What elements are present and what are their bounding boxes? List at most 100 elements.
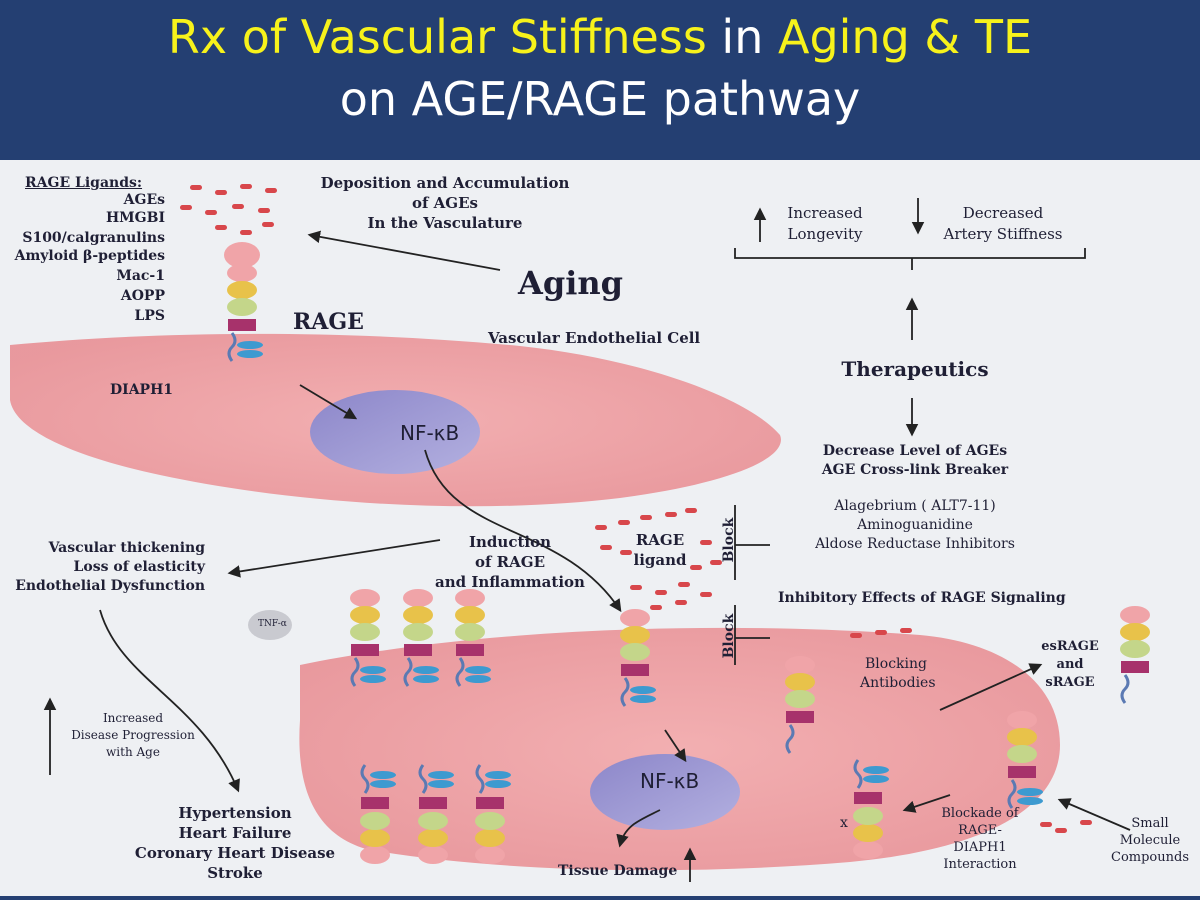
rage-receptor-2 bbox=[403, 589, 439, 687]
esrage-line-2: and bbox=[1056, 657, 1084, 672]
induction-line-3: and Inflammation bbox=[435, 573, 585, 591]
rage-receptor-8 bbox=[853, 759, 889, 859]
rage-ligand-ages: AGEs bbox=[123, 192, 165, 208]
ligand-dash-25 bbox=[650, 605, 662, 610]
blocking-antibodies-line-2: Antibodies bbox=[860, 675, 936, 691]
block-line-1 bbox=[734, 505, 770, 580]
ligand-dash-19 bbox=[710, 560, 722, 565]
ligand-dash-29 bbox=[900, 628, 912, 633]
blockade-line-4: Interaction bbox=[943, 857, 1017, 872]
tissue-damage-label: Tissue Damage bbox=[558, 863, 678, 879]
diaph1-label: DIAPH1 bbox=[110, 382, 174, 398]
arrow-lower-nfkb bbox=[664, 729, 687, 763]
rage-ligand-line-2: ligand bbox=[633, 551, 687, 569]
blockade-line-1: Blockade of bbox=[941, 806, 1019, 821]
arrow-nfkb-to-induction bbox=[424, 449, 622, 613]
rage-receptor-0 bbox=[227, 264, 263, 362]
title-line-1: Rx of Vascular Stiffness in Aging & TE bbox=[0, 0, 1200, 68]
rage-receptor-1 bbox=[350, 589, 386, 687]
age-reduction-line-1: Decrease Level of AGEs bbox=[822, 443, 1008, 459]
ligand-dash-27 bbox=[850, 633, 862, 638]
ligand-dash-32 bbox=[1080, 820, 1092, 825]
brace bbox=[734, 248, 1086, 270]
esrage-line-3: sRAGE bbox=[1045, 675, 1095, 690]
tnf-alpha-blob bbox=[248, 610, 292, 640]
rage-ligand-lps: LPS bbox=[134, 308, 165, 324]
title-highlight-2: Aging & TE bbox=[777, 10, 1033, 64]
rage-receptors bbox=[224, 242, 1150, 864]
arrow-blockade bbox=[902, 794, 951, 813]
blocking-antibodies-line-1: Blocking bbox=[865, 656, 927, 672]
lower-nucleus bbox=[590, 754, 740, 830]
ligand-dash-0 bbox=[190, 185, 202, 190]
tnf-alpha-label: TNF-α bbox=[258, 619, 287, 629]
arrow-to-tissue-damage bbox=[616, 809, 661, 848]
arrow-disease-curve bbox=[99, 609, 240, 793]
x-mark: x bbox=[840, 815, 848, 831]
rage-ligands-header: RAGE Ligands: bbox=[25, 175, 143, 191]
rage-ligand-hmgbi: HMGBI bbox=[105, 210, 165, 226]
ligand-dash-22 bbox=[655, 590, 667, 595]
esrage-line-1: esRAGE bbox=[1041, 639, 1099, 654]
rage-receptor-6 bbox=[418, 764, 454, 864]
blockade-line-2: RAGE- bbox=[958, 823, 1002, 838]
rage-ligand-line-1: RAGE bbox=[635, 531, 685, 549]
rage-receptor-10 bbox=[785, 656, 815, 754]
ligand-dash-8 bbox=[215, 225, 227, 230]
ligand-dash-11 bbox=[595, 525, 607, 530]
ligand-dash-5 bbox=[205, 210, 217, 215]
rage-receptor-11 bbox=[1007, 711, 1043, 809]
ligand-dash-24 bbox=[700, 592, 712, 597]
nfkb-upper-label: NF-κB bbox=[400, 421, 460, 445]
ligand-dash-7 bbox=[258, 208, 270, 213]
disease-progression-line-1: Increased bbox=[102, 711, 164, 725]
rage-receptor-9 bbox=[1120, 606, 1150, 704]
deposition-line-1: Deposition and Accumulation bbox=[320, 174, 570, 192]
drug-aminoguanidine: Aminoguanidine bbox=[857, 517, 973, 533]
ligand-dash-13 bbox=[640, 515, 652, 520]
deposition-line-2: of AGEs bbox=[411, 194, 478, 212]
arrow-to-esrage bbox=[939, 663, 1043, 711]
rage-receptor-4 bbox=[620, 609, 656, 707]
ligand-dash-6 bbox=[232, 204, 244, 209]
small-molecule-line-1: Small bbox=[1131, 816, 1169, 831]
arrow-to-nfkb bbox=[299, 384, 358, 420]
rage-ligand-s100: S100/calgranulins bbox=[22, 230, 165, 246]
age-reduction-line-2: AGE Cross-link Breaker bbox=[821, 462, 1009, 478]
disease-coronary: Coronary Heart Disease bbox=[134, 844, 336, 862]
nfkb-lower-label: NF-κB bbox=[640, 769, 700, 793]
vascular-endothelial-cell-label: Vascular Endothelial Cell bbox=[488, 329, 701, 347]
ligand-dash-16 bbox=[600, 545, 612, 550]
small-molecule-line-3: Compounds bbox=[1111, 850, 1189, 865]
ligand-dash-1 bbox=[215, 190, 227, 195]
disease-heart-failure: Heart Failure bbox=[178, 824, 292, 842]
ligand-dash-10 bbox=[262, 222, 274, 227]
increased-longevity-line-1: Increased bbox=[787, 204, 863, 222]
ligand-dash-4 bbox=[180, 205, 192, 210]
title-line-2: on AGE/RAGE pathway bbox=[339, 72, 861, 126]
ligand-dash-31 bbox=[1055, 828, 1067, 833]
title-highlight-1: Rx of Vascular Stiffness bbox=[167, 10, 707, 64]
disease-progression-line-2: Disease Progression bbox=[71, 728, 195, 742]
ligand-dash-23 bbox=[678, 582, 690, 587]
small-molecule-line-2: Molecule bbox=[1119, 833, 1181, 848]
ligand-dash-26 bbox=[675, 600, 687, 605]
rage-ligand-amyloid: Amyloid β-peptides bbox=[14, 248, 165, 264]
block-label-1: Block bbox=[720, 517, 737, 563]
vascular-effect-elasticity: Loss of elasticity bbox=[73, 559, 205, 575]
ligand-dash-14 bbox=[665, 512, 677, 517]
induction-line-1: Induction bbox=[469, 533, 551, 551]
arrow-small-molecule bbox=[1057, 798, 1131, 831]
ligand-dashes bbox=[180, 184, 1092, 833]
ligand-dash-12 bbox=[618, 520, 630, 525]
ligand-dash-18 bbox=[700, 540, 712, 545]
drug-alagebrium: Alagebrium ( ALT7-11) bbox=[834, 498, 996, 514]
arrow-aging-to-deposition bbox=[307, 230, 501, 271]
decreased-stiffness-line-2: Artery Stiffness bbox=[943, 225, 1063, 243]
increased-longevity-line-2: Longevity bbox=[787, 225, 863, 243]
rage-ligand-aopp: AOPP bbox=[120, 288, 165, 304]
ligand-dash-17 bbox=[620, 550, 632, 555]
vascular-effect-thickening: Vascular thickening bbox=[48, 540, 205, 556]
ligand-dash-15 bbox=[685, 508, 697, 513]
ligand-dash-9 bbox=[240, 230, 252, 235]
